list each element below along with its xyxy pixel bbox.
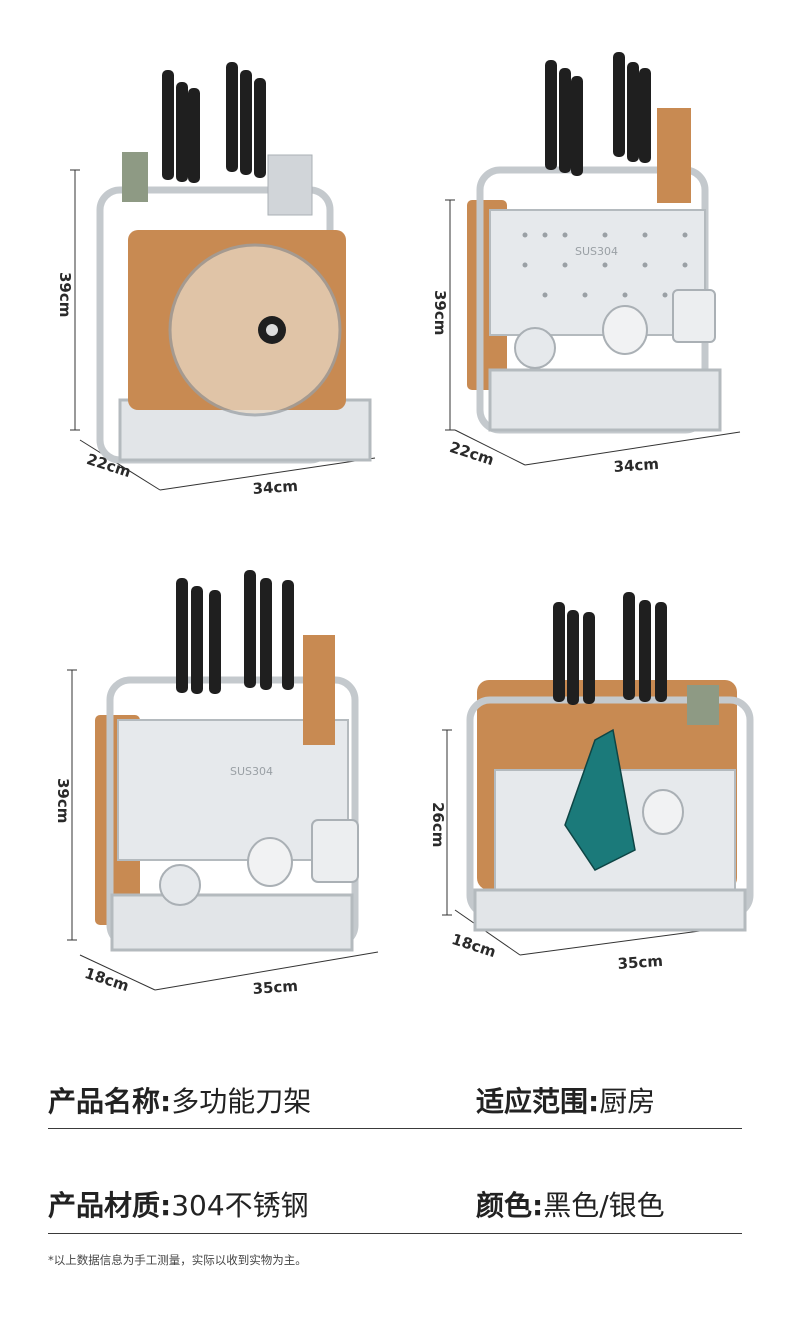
product-panel-1: 39cm 22cm 34cm — [0, 40, 395, 560]
spec-label: 适应范围: — [476, 1085, 600, 1118]
height-dimension: 39cm — [56, 272, 74, 318]
knife-rack-image-1 — [70, 62, 376, 491]
spec-value: 黑色/银色 — [543, 1189, 665, 1222]
spec-label: 产品名称: — [48, 1085, 172, 1118]
spec-row-2: 产品材质:304不锈钢 颜色:黑色/银色 — [48, 1184, 742, 1224]
spec-row-1: 产品名称:多功能刀架 适应范围:厨房 — [48, 1080, 742, 1120]
width-dimension: 34cm — [613, 454, 660, 476]
spec-label: 颜色: — [476, 1189, 544, 1222]
height-dimension: 26cm — [429, 802, 447, 848]
spec-value: 厨房 — [599, 1085, 656, 1118]
product-panel-4: 26cm 18cm 35cm — [395, 560, 790, 1080]
spec-scope: 适应范围:厨房 — [476, 1080, 655, 1120]
knife-rack-image-2: SUS304 — [445, 52, 741, 466]
width-dimension: 35cm — [617, 951, 664, 973]
product-panel-3: SUS304 39cm 18cm 35cm — [0, 560, 395, 1080]
width-dimension: 35cm — [252, 976, 299, 998]
knife-rack-image-4 — [442, 592, 754, 956]
divider-1 — [48, 1128, 742, 1129]
disclaimer-note: *以上数据信息为手工测量，实际以收到实物为主。 — [48, 1253, 307, 1267]
engraving-label: SUS304 — [575, 245, 618, 258]
spec-value: 多功能刀架 — [171, 1085, 312, 1118]
height-dimension: 39cm — [54, 778, 72, 824]
engraving-label: SUS304 — [230, 765, 273, 778]
spec-label: 产品材质: — [48, 1189, 172, 1222]
width-dimension: 34cm — [252, 476, 299, 498]
product-panel-2: SUS304 39cm 22cm 34cm — [395, 40, 790, 560]
divider-2 — [48, 1233, 742, 1234]
knife-rack-image-3: SUS304 — [67, 570, 379, 991]
height-dimension: 39cm — [431, 290, 449, 336]
spec-value: 304不锈钢 — [171, 1189, 309, 1222]
spec-material: 产品材质:304不锈钢 — [48, 1184, 309, 1224]
spec-color: 颜色:黑色/银色 — [476, 1184, 665, 1224]
spec-product-name: 产品名称:多功能刀架 — [48, 1080, 311, 1120]
